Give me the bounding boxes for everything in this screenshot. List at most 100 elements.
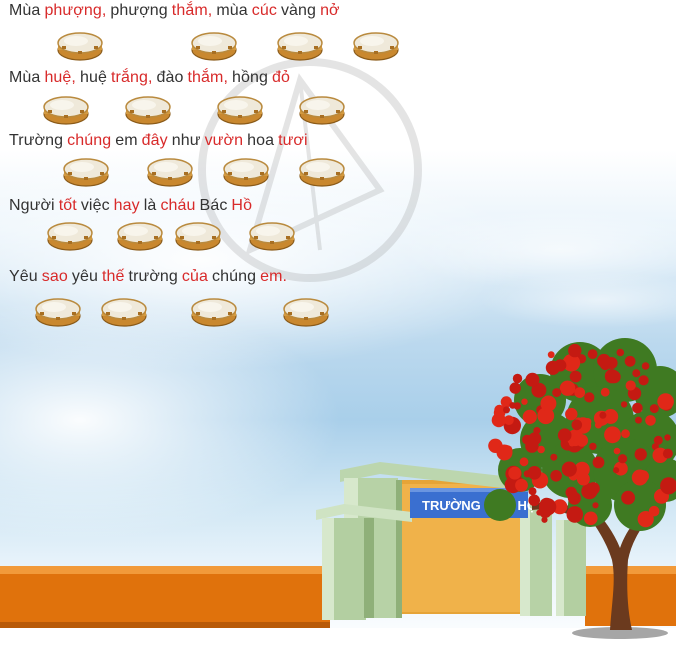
lyric-word: huệ <box>79 69 107 86</box>
tambourine-icon <box>223 158 269 187</box>
lyric-word: tươi <box>278 132 308 149</box>
lyric-word: nở <box>320 2 340 19</box>
tambourine-icon <box>217 96 263 125</box>
lyric-word: phượng, <box>44 2 107 19</box>
lyric-word: vườn <box>204 132 244 149</box>
flame-flower <box>513 402 521 410</box>
flame-flower <box>613 447 621 455</box>
flame-flower <box>621 429 630 439</box>
lyric-word: hay <box>113 197 140 214</box>
flame-flower <box>538 498 557 516</box>
flame-flower <box>657 393 674 410</box>
tambourine-icon <box>35 298 81 327</box>
lyric-word: yêu <box>71 268 98 285</box>
flame-flower <box>541 516 548 523</box>
tambourine-icon <box>47 222 93 251</box>
school-sign-text: TRƯỜNG TIỂU HỌ <box>422 498 537 513</box>
flame-flower <box>637 510 654 528</box>
flame-flower <box>632 402 643 414</box>
flame-flower <box>574 387 586 398</box>
lyric-word: chúng <box>67 132 112 149</box>
flame-flower <box>660 477 676 495</box>
cloud <box>400 210 676 290</box>
tambourine-icon <box>299 96 345 125</box>
lyric-word: cúc <box>251 2 277 19</box>
lyric-word: hồng <box>232 69 269 86</box>
flame-flower <box>528 494 540 507</box>
flame-flower <box>540 395 557 412</box>
lyric-word: Hồ <box>231 197 253 214</box>
flame-flower <box>604 426 621 444</box>
tambourine-icon <box>283 298 329 327</box>
tambourine-icon <box>117 222 163 251</box>
flame-flower <box>662 448 673 459</box>
flame-flower <box>641 362 650 370</box>
tambourine-icon <box>249 222 295 251</box>
tambourine-icon <box>175 222 221 251</box>
flame-flower <box>584 511 598 526</box>
tambourine-icon <box>191 298 237 327</box>
flame-flower <box>527 466 542 480</box>
lyric-word: trường <box>128 268 178 285</box>
flame-flower <box>509 382 521 394</box>
flame-flower <box>600 387 610 397</box>
flame-flower <box>613 467 620 474</box>
flame-tree <box>484 338 676 630</box>
flame-flower <box>547 351 555 359</box>
flame-flower <box>531 382 547 398</box>
tambourine-icon <box>299 158 345 187</box>
ground <box>0 628 676 648</box>
flame-flower <box>594 421 602 429</box>
flame-flower <box>616 348 625 357</box>
flame-flower <box>632 369 641 378</box>
flame-flower <box>519 457 529 467</box>
flame-flower <box>557 428 572 443</box>
flame-flower <box>566 506 584 523</box>
lyric-word: đỏ <box>272 69 291 86</box>
lyric-word: em. <box>260 268 288 285</box>
lyric-word: sao <box>41 268 68 285</box>
flame-flower <box>559 380 576 396</box>
flame-flower <box>545 360 561 375</box>
lyric-word: huệ, <box>44 69 76 86</box>
tambourine-icon <box>57 32 103 61</box>
flame-flower <box>508 466 522 480</box>
lyric-word: như <box>171 132 201 149</box>
lyric-word: tốt <box>58 197 77 214</box>
flame-flower <box>568 440 576 447</box>
tree-shadow <box>572 627 668 639</box>
tambourine-icon <box>63 158 109 187</box>
lyric-word: Người <box>9 197 55 214</box>
flame-flower <box>653 435 663 445</box>
tambourine-icon <box>277 32 323 61</box>
lyric-word: Mùa <box>9 69 41 86</box>
flame-flower <box>603 409 619 424</box>
flame-flower <box>624 355 636 367</box>
lyric-word: Mùa <box>9 2 41 19</box>
tambourine-icon <box>101 298 147 327</box>
flame-flower <box>562 354 581 372</box>
lyric-word: thế <box>102 268 125 285</box>
flame-flower <box>525 372 540 387</box>
flame-flower <box>649 404 659 414</box>
lyric-word: em <box>115 132 138 149</box>
flame-flower <box>625 380 636 391</box>
flame-flower <box>597 353 611 368</box>
flame-flower <box>522 409 537 424</box>
lyric-word: đây <box>141 132 168 149</box>
flame-flower <box>587 482 600 495</box>
flame-flower <box>565 407 578 421</box>
tree-foliage <box>484 489 516 521</box>
lyric-word: việc <box>80 197 110 214</box>
flame-flower <box>631 469 648 486</box>
flame-flower <box>503 406 510 414</box>
flame-flower <box>537 407 555 425</box>
flame-flower <box>635 416 642 424</box>
flame-flower <box>599 411 607 419</box>
